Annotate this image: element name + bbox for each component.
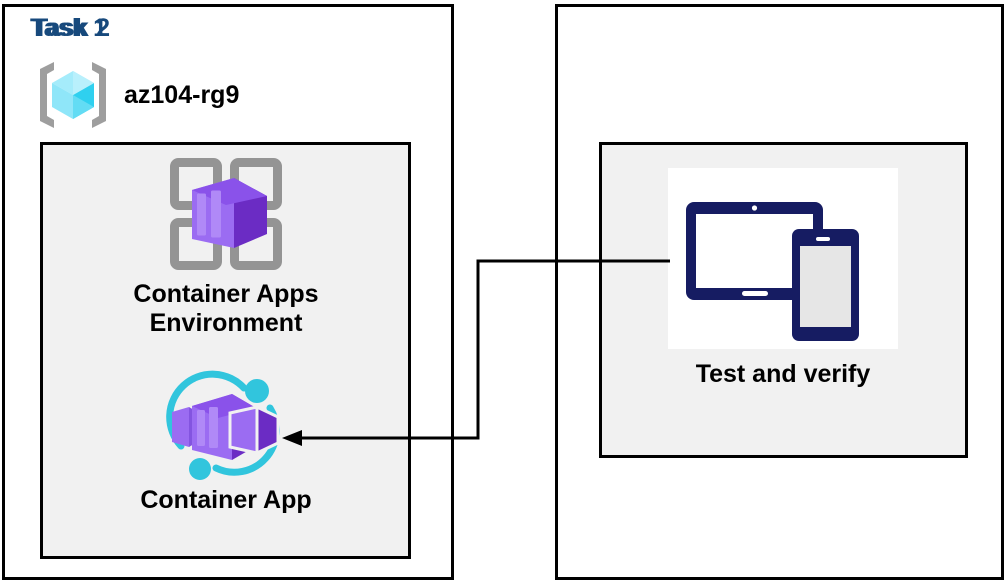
resource-group-icon	[36, 57, 110, 133]
task-2-title: Task 2	[33, 14, 111, 42]
task-1-title: Task 1	[30, 14, 108, 42]
container-apps-environment-icon	[60, 152, 392, 276]
container-apps-environment-figure: Container Apps Environment	[60, 152, 392, 338]
container-app-figure: Container App	[60, 368, 392, 515]
resource-group-label: az104-rg9	[124, 80, 240, 109]
test-and-verify-devices-icon	[668, 168, 898, 349]
test-and-verify-figure: Test and verify	[620, 168, 946, 389]
resource-group-row: az104-rg9	[36, 57, 239, 133]
test-and-verify-label: Test and verify	[695, 360, 871, 388]
container-app-icon	[60, 368, 392, 480]
container-app-label: Container App	[140, 486, 312, 514]
container-apps-environment-label: Container Apps Environment	[133, 280, 319, 337]
